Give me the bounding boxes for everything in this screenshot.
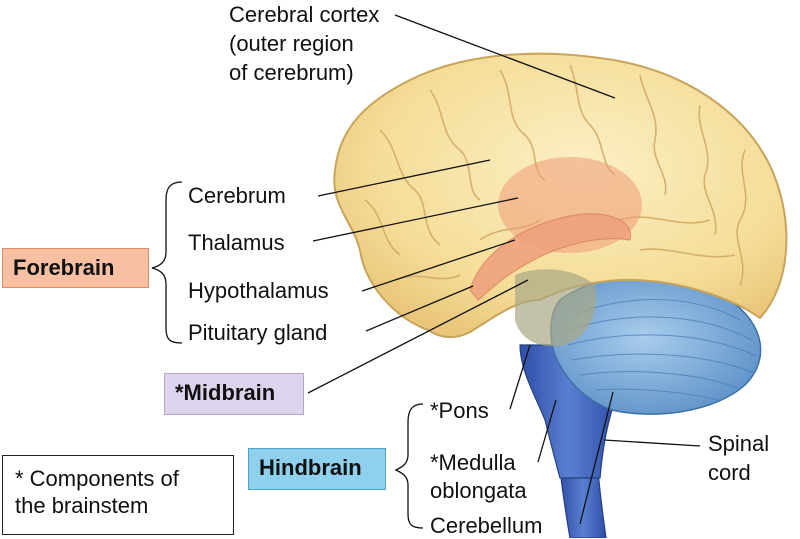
pons-label: *Pons [430, 398, 489, 423]
midbrain-box: *Midbrain [164, 373, 304, 415]
spinal-cord-label-2: cord [708, 460, 751, 485]
medulla-label-1: *Medulla [430, 450, 516, 475]
cerebrum-label: Cerebrum [188, 183, 286, 208]
forebrain-box: Forebrain [2, 248, 149, 288]
legend-line-1: * Components of [15, 466, 179, 491]
hypothalamus-label: Hypothalamus [188, 278, 329, 303]
pituitary-gland-label: Pituitary gland [188, 320, 328, 345]
cerebral-cortex-label-3: of cerebrum) [229, 60, 354, 85]
cerebral-cortex-label-2: (outer region [229, 31, 354, 56]
leader-lines [151, 14, 701, 529]
cerebral-cortex-label-1: Cerebral cortex [229, 2, 380, 27]
midbrain-region [515, 269, 597, 347]
hindbrain-box: Hindbrain [248, 448, 386, 490]
legend-line-2: the brainstem [15, 493, 149, 518]
thalamus-label: Thalamus [188, 230, 285, 255]
cerebellum-label: Cerebellum [430, 513, 543, 538]
medulla-label-2: oblongata [430, 478, 527, 503]
spinal-cord [559, 469, 607, 538]
fornix [469, 213, 632, 301]
spinal-cord-label-1: Spinal [708, 431, 770, 456]
brainstem-legend: * Components of the brainstem [2, 455, 234, 535]
